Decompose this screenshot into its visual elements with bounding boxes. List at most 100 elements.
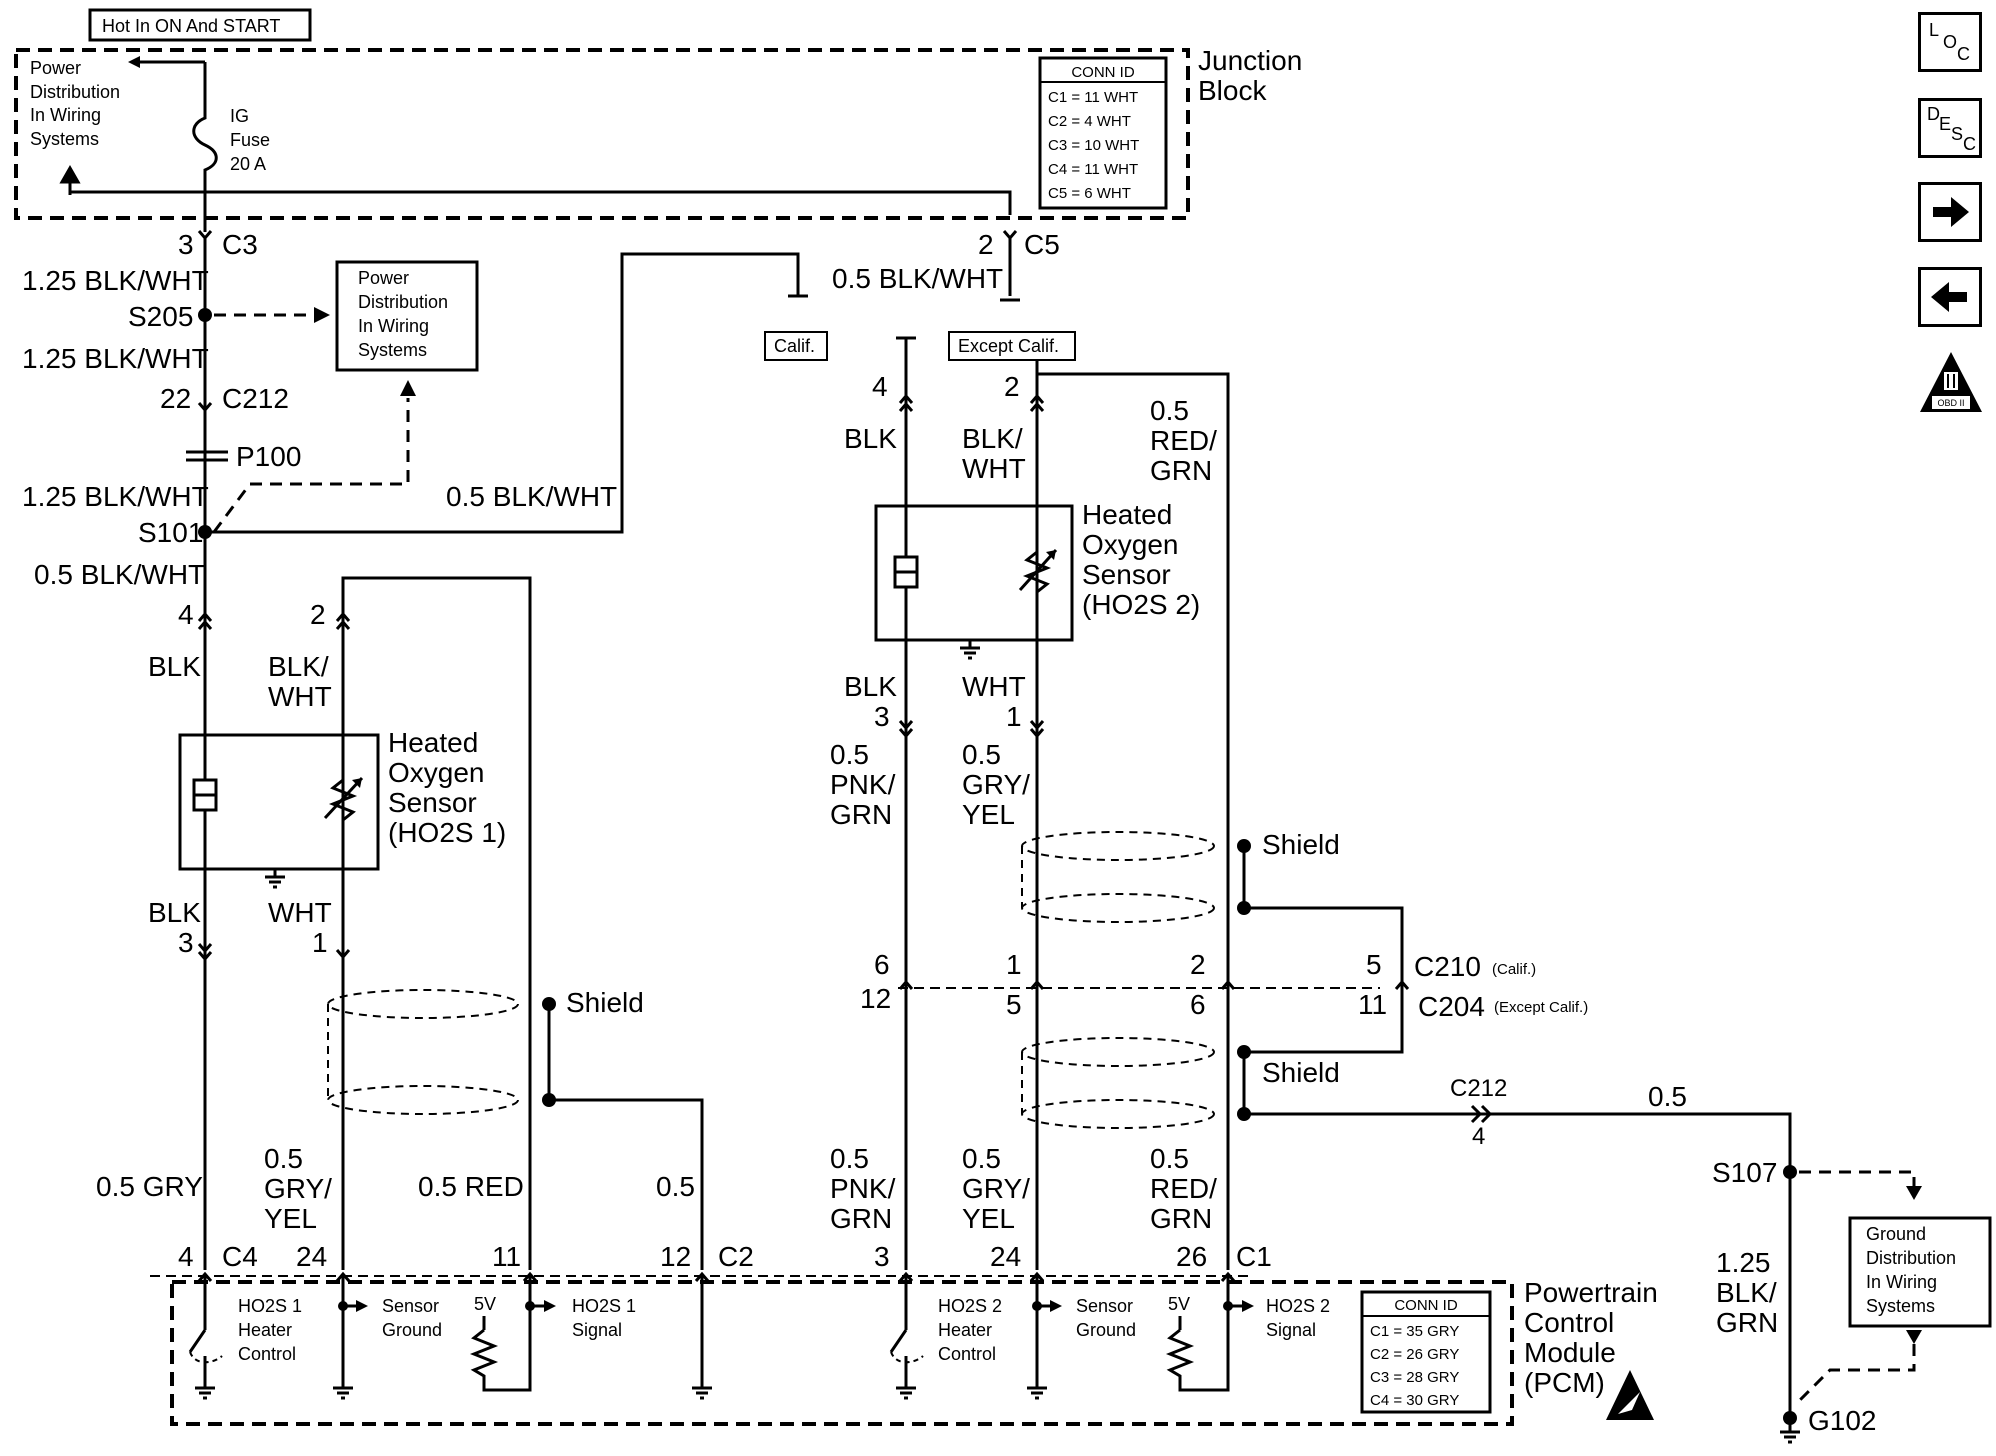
c210-pin-5: 5 <box>1366 949 1382 980</box>
pcm-pin-4: 4 <box>178 1241 194 1272</box>
s1-wht-bottom: WHT <box>268 897 332 928</box>
s2-wht-bottom: WHT <box>962 671 1026 702</box>
loc-button[interactable]: L O C <box>1918 12 1982 72</box>
s1-pin1: 1 <box>312 927 328 958</box>
ho2s2-signal-1: HO2S 2 <box>1266 1296 1330 1316</box>
except-calif-box <box>948 331 1076 361</box>
s2-redgrn-1: 0.5 <box>1150 395 1189 426</box>
wire-1-25-blkwht-1: 1.25 BLK/WHT <box>22 265 209 296</box>
desc-button[interactable]: D E S C <box>1918 98 1982 158</box>
pcm-conn-c1: C1 = 35 GRY <box>1370 1323 1459 1340</box>
calif-box <box>764 331 828 361</box>
pcm-wire-red: 0.5 RED <box>418 1171 524 1202</box>
s101-dashed <box>212 398 410 533</box>
p100-connector <box>186 450 228 462</box>
s1-ground-icon <box>263 867 287 889</box>
pcm-conn-c3: C3 = 28 GRY <box>1370 1369 1459 1386</box>
loc-letter-c: C <box>1957 44 1970 64</box>
s1-name-2: Oxygen <box>388 757 485 788</box>
wire-down-1: 1.25 <box>1716 1247 1771 1278</box>
s2-pin1: 1 <box>1006 701 1022 732</box>
pcm-name-1: Powertrain <box>1524 1277 1658 1308</box>
jb-conn-c3: C3 = 10 WHT <box>1048 137 1139 154</box>
g102-point <box>1783 1411 1797 1425</box>
ig-fuse <box>192 62 218 232</box>
s1-resistor-icon <box>323 776 364 822</box>
c210-pin-1: 1 <box>1006 949 1022 980</box>
pd-box-2: Distribution <box>358 292 448 312</box>
pcm-wire-gryyel-2: GRY/ <box>264 1173 332 1204</box>
back-button[interactable] <box>1918 267 1982 327</box>
s2-redgrn-3: GRN <box>1150 455 1212 486</box>
s1-pin3: 3 <box>178 927 194 958</box>
pcm-pin-12: 12 <box>660 1241 691 1272</box>
arrow-left-icon <box>1931 282 1967 312</box>
s1-blkwht-top-1: BLK/ <box>268 651 329 682</box>
sensor-ground-2b: Ground <box>1076 1320 1136 1340</box>
wire-1-25-blkwht-3: 1.25 BLK/WHT <box>22 481 209 512</box>
jb-power-dist-4: Systems <box>30 129 99 149</box>
gd-box-1: Ground <box>1866 1224 1926 1244</box>
pcm-red-3: GRN <box>1150 1203 1212 1234</box>
jb-conn-title: CONN ID <box>1071 64 1135 81</box>
pcm-5v-1: 5V <box>474 1294 496 1314</box>
wire-1-25-blkwht-2: 1.25 BLK/WHT <box>22 343 209 374</box>
s2-resistor-icon <box>1018 548 1058 594</box>
s1-pin2: 2 <box>310 599 326 630</box>
jb-conn-id-box <box>1038 56 1168 210</box>
s2-shield-top-label: Shield <box>1262 829 1340 860</box>
pcm-conn-c2: C2 = 26 GRY <box>1370 1346 1459 1363</box>
next-button[interactable] <box>1918 182 1982 242</box>
pcm-gry-3: YEL <box>962 1203 1015 1234</box>
pullup-resistor-2-icon <box>1165 1276 1230 1392</box>
s2-redgrn-wire <box>1037 372 1230 1270</box>
power-dist-box <box>335 260 479 372</box>
s107-label: S107 <box>1712 1157 1777 1188</box>
jb-conn-c5: C5 = 6 WHT <box>1048 185 1131 202</box>
ground-c212-pin: 4 <box>1472 1123 1485 1150</box>
obd-label: OBD II <box>1937 398 1964 408</box>
pcm-c1: C1 <box>1236 1241 1272 1272</box>
loc-letter-o: O <box>1943 32 1958 52</box>
s2-name-2: Oxygen <box>1082 529 1179 560</box>
pcm-wire-gryyel-1: 0.5 <box>264 1143 303 1174</box>
splice-s205 <box>198 308 212 322</box>
c204-note: (Except Calif.) <box>1494 999 1588 1016</box>
g102-ground-icon <box>1778 1422 1802 1444</box>
pcm-pin-11: 11 <box>492 1241 521 1272</box>
s2-blk-top: BLK <box>844 423 897 454</box>
pcm-5v-2: 5V <box>1168 1294 1190 1314</box>
ground-wire-label: 0.5 <box>1648 1081 1687 1112</box>
s2-name-1: Heated <box>1082 499 1172 530</box>
wire-down-2: BLK/ <box>1716 1277 1777 1308</box>
pcm-wire-gryyel-3: YEL <box>264 1203 317 1234</box>
pcm-conn-id-box <box>1360 1290 1492 1414</box>
ho2s1-heater-1: HO2S 1 <box>238 1296 302 1316</box>
s1-blk-top: BLK <box>148 651 201 682</box>
s2-pnk-3: GRN <box>830 799 892 830</box>
obd-ii-icon[interactable]: OBD II <box>1918 350 1984 416</box>
s2-blkwht-top-1: BLK/ <box>962 423 1023 454</box>
s2-heater-icon <box>893 555 919 589</box>
c212-label: C212 <box>222 383 289 414</box>
ho2s2-heater-2: Heater <box>938 1320 992 1340</box>
c5-label: C5 <box>1024 229 1060 260</box>
s1-name-4: (HO2S 1) <box>388 817 506 848</box>
fuse-label-2: Fuse <box>230 130 270 150</box>
s2-pin3: 3 <box>874 701 890 732</box>
junction-block-label: Junction <box>1198 45 1302 76</box>
pcm-c2: C2 <box>718 1241 754 1272</box>
ho2s1-heater-switch-icon <box>188 1329 207 1380</box>
c204-pin-6: 6 <box>1190 989 1206 1020</box>
s2-name-4: (HO2S 2) <box>1082 589 1200 620</box>
s1-shield <box>327 989 519 1115</box>
c210-note: (Calif.) <box>1492 961 1536 978</box>
fuse-label-3: 20 A <box>230 154 266 174</box>
c212-pin: 22 <box>160 383 191 414</box>
jb-bus <box>70 190 1012 215</box>
pcm-wire-05: 0.5 <box>656 1171 695 1202</box>
pcm-gry-2: GRY/ <box>962 1173 1030 1204</box>
pcm-pnk-1: 0.5 <box>830 1143 869 1174</box>
header-box <box>88 8 312 42</box>
